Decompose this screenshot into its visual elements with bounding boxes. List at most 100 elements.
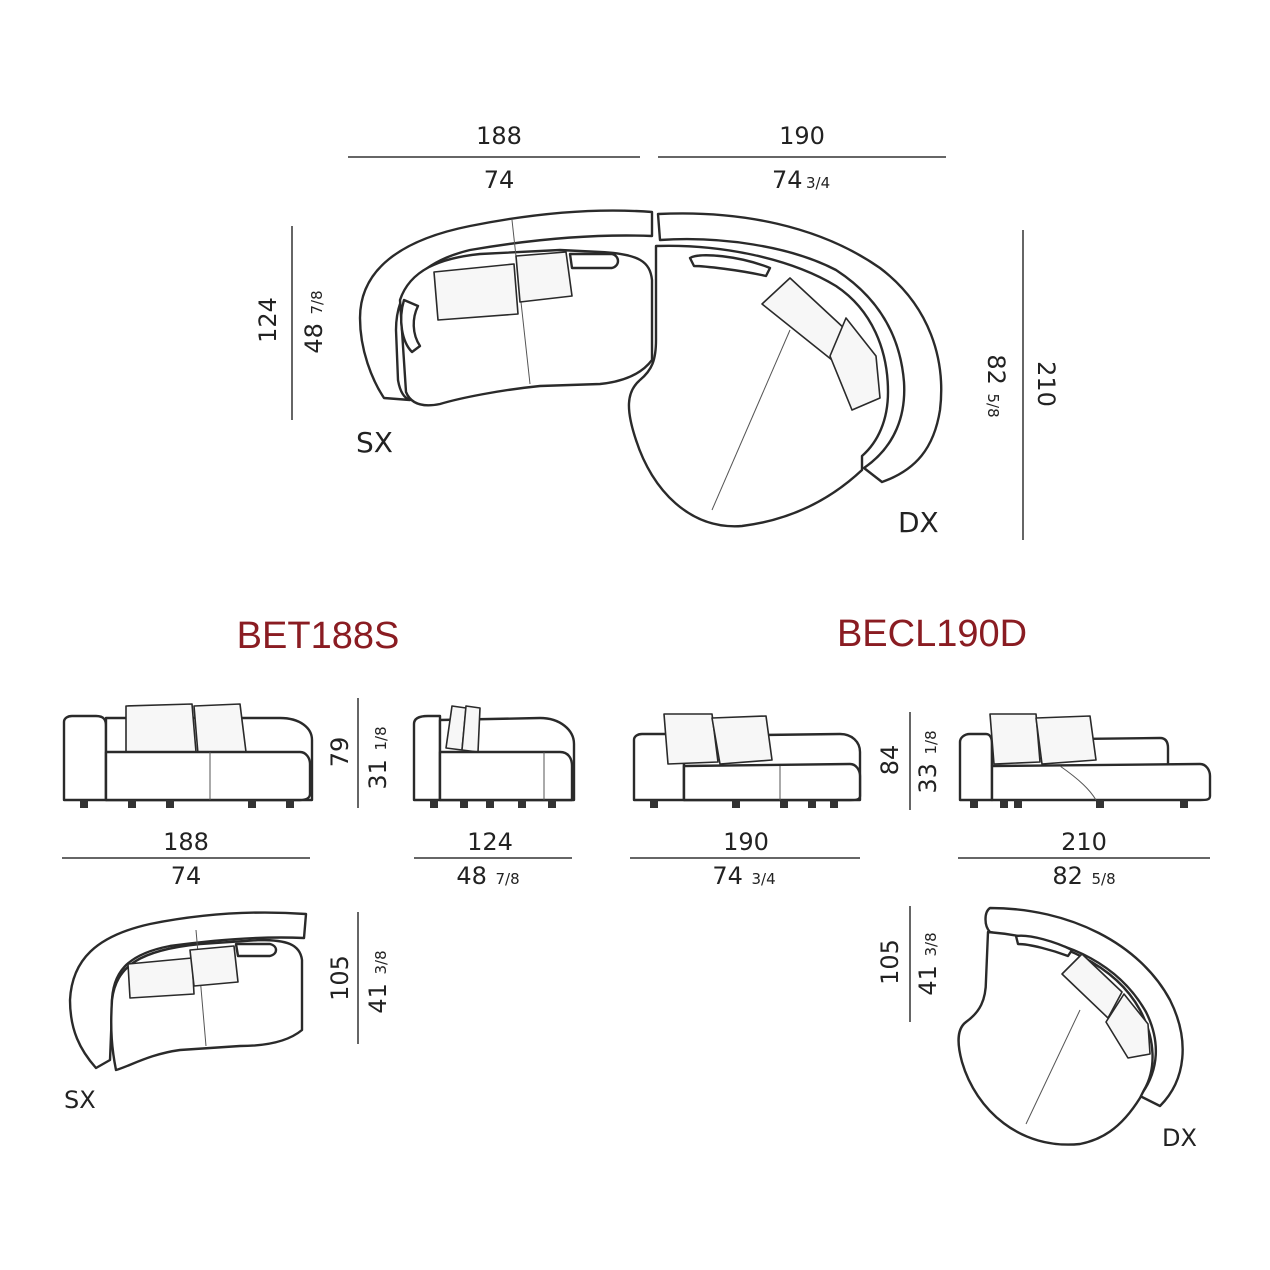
right-armrest-bar (688, 254, 772, 278)
becl190d-plan-label-dx: DX (1162, 1124, 1197, 1152)
bet188s-height-cm: 79 (326, 737, 354, 768)
becl190d-side-cushion-2 (1035, 715, 1097, 765)
dim-right-width-in-frac: 3/4 (806, 174, 830, 192)
bet188s-plan-cushion-1 (127, 957, 195, 999)
becl190d-side-leg-4 (1096, 800, 1104, 808)
becl190d-side-leg-2 (1000, 800, 1008, 808)
bet188s-front-arm (62, 714, 108, 802)
composition-plan: 188 74 190 74 3/4 124 48 7/8 210 82 5/8 (254, 122, 1060, 540)
bet188s-plan-depth-in-group: 41 3/8 (364, 950, 392, 1013)
becl190d-plan-view: 105 41 3/8 DX (876, 906, 1197, 1152)
becl190d-plan-armrest-bar (1014, 934, 1074, 958)
bet188s-depth-in-group: 48 7/8 (456, 862, 519, 890)
dim-right-depth-in: 82 (982, 354, 1010, 385)
bet188s-front-cushion-2 (193, 703, 247, 755)
dim-left-depth-in: 48 (300, 323, 328, 354)
bet188s-width-cm: 188 (163, 828, 209, 856)
becl190d-front-leg-1 (650, 800, 658, 808)
becl190d-front-leg-5 (830, 800, 838, 808)
becl190d-width-in-group: 74 3/4 (712, 862, 775, 890)
becl190d-side-leg-3 (1014, 800, 1022, 808)
bet188s-side-seat (438, 750, 574, 802)
right-cushion-2 (829, 317, 881, 411)
bet188s-plan-depth-in-frac: 3/8 (372, 950, 390, 974)
bet188s-front-leg-1 (80, 800, 88, 808)
becl190d-width-in-frac: 3/4 (751, 870, 775, 888)
bet188s-side-cushion-2 (461, 705, 481, 753)
becl190d-depth-in-group: 82 5/8 (1052, 862, 1115, 890)
becl190d-side-back (958, 732, 994, 802)
bet188s-side-back (412, 714, 442, 802)
composition-label-dx: DX (898, 506, 939, 539)
bet188s-depth-cm: 124 (467, 828, 513, 856)
bet188s-front-view: 188 74 79 31 1/8 (62, 698, 392, 890)
becl190d-plan-depth-in-group: 41 3/8 (914, 932, 942, 995)
becl190d-front-cushion-1 (663, 713, 719, 765)
becl190d-front-cushion-2 (711, 715, 773, 765)
model-code-right: BECL190D (837, 613, 1027, 655)
left-inner-arm (400, 298, 422, 354)
composition-left-module (358, 209, 654, 407)
becl190d-width-in: 74 (712, 862, 743, 890)
composition-label-sx: SX (356, 426, 393, 459)
bet188s-front-leg-4 (248, 800, 256, 808)
becl190d-front-leg-2 (732, 800, 740, 808)
becl190d-side-cushion-1 (989, 713, 1041, 765)
dim-right-width-in: 74 (772, 166, 803, 194)
bet188s-plan-cushion-2 (189, 945, 239, 987)
bet188s-depth-in-frac: 7/8 (495, 870, 519, 888)
becl190d-side-leg-5 (1180, 800, 1188, 808)
bet188s-plan-label-sx: SX (64, 1086, 96, 1114)
becl190d-plan-depth-in-frac: 3/8 (922, 932, 940, 956)
bet188s-plan-view: 105 41 3/8 SX (64, 911, 392, 1114)
dim-right-depth-in-group: 82 5/8 (982, 354, 1010, 417)
becl190d-plan-depth-in: 41 (914, 965, 942, 996)
right-backrest-arm (656, 212, 943, 484)
bet188s-front-leg-5 (286, 800, 294, 808)
becl190d-depth-cm: 210 (1061, 828, 1107, 856)
dim-left-depth-in-group: 48 7/8 (300, 290, 328, 353)
bet188s-front-leg-3 (166, 800, 174, 808)
bet188s-height-in-group: 31 1/8 (364, 726, 392, 789)
becl190d-front-leg-4 (808, 800, 816, 808)
becl190d-depth-in: 82 (1052, 862, 1083, 890)
becl190d-side-seam (1059, 765, 1097, 801)
left-backrest-arm (358, 209, 654, 402)
left-cushion-2 (515, 251, 573, 303)
bet188s-front-seat (104, 750, 312, 802)
bet188s-side-leg-4 (518, 800, 526, 808)
becl190d-plan-cushion-2 (1105, 993, 1151, 1059)
bet188s-plan-depth-in: 41 (364, 983, 392, 1014)
dim-left-width-cm: 188 (476, 122, 522, 150)
becl190d-width-cm: 190 (723, 828, 769, 856)
bet188s-side-view: 124 48 7/8 (412, 705, 576, 890)
becl190d-front-leg-3 (780, 800, 788, 808)
becl190d-plan-cushion-1 (1061, 953, 1123, 1019)
becl190d-height-in: 33 (914, 763, 942, 794)
dim-left-depth-in-frac: 7/8 (308, 290, 326, 314)
becl190d-depth-in-frac: 5/8 (1091, 870, 1115, 888)
becl190d-height-cm: 84 (876, 745, 904, 776)
becl190d-side-view: 210 82 5/8 (958, 713, 1212, 890)
becl190d-height-in-frac: 1/8 (922, 730, 940, 754)
becl190d-front-seat (682, 762, 862, 802)
bet188s-plan-backrest-arm (68, 911, 308, 1070)
dim-left-width-in: 74 (484, 166, 515, 194)
bet188s-depth-in: 48 (456, 862, 487, 890)
bet188s-height-in-frac: 1/8 (372, 726, 390, 750)
composition-right-module (627, 212, 943, 528)
bet188s-side-leg-1 (430, 800, 438, 808)
left-cushion-1 (433, 263, 519, 321)
model-code-left: BET188S (237, 615, 400, 657)
right-seat-seam (711, 329, 791, 511)
dim-right-depth-cm: 210 (1032, 361, 1060, 407)
becl190d-side-seat (990, 762, 1212, 802)
becl190d-height-in-group: 33 1/8 (914, 730, 942, 793)
dim-left-depth-cm: 124 (254, 297, 282, 343)
dim-right-depth-in-frac: 5/8 (984, 393, 1002, 417)
bet188s-height-in: 31 (364, 759, 392, 790)
bet188s-side-leg-2 (460, 800, 468, 808)
bet188s-plan-depth-cm: 105 (326, 955, 354, 1001)
